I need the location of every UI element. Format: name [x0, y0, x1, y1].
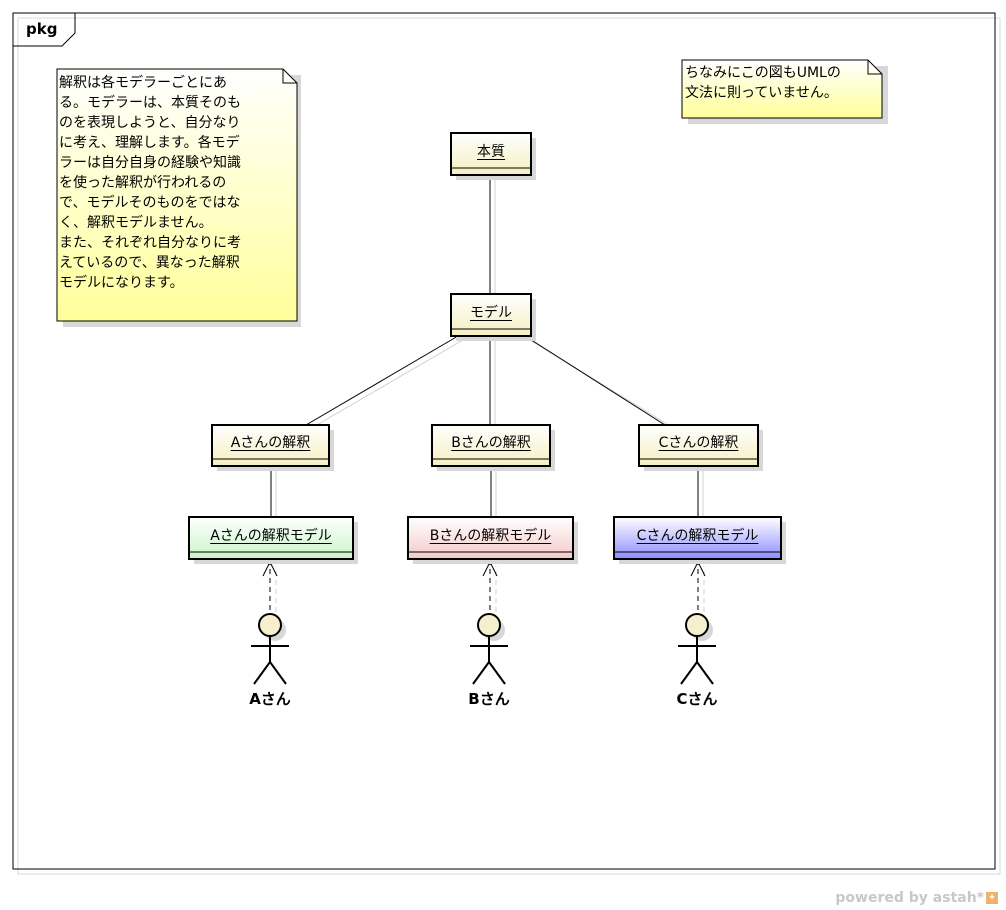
instance-model[interactable]: モデル: [451, 294, 531, 329]
instance-boxes: [188, 132, 786, 564]
note-right-shape: [681, 59, 888, 124]
note-right-text[interactable]: ちなみにこの図もUMLの 文法に則っていません。: [685, 65, 841, 101]
package-frame: [12, 12, 1001, 875]
instance-imodel-a[interactable]: Aさんの解釈モデル: [189, 517, 353, 552]
instance-imodel-a-label: Aさんの解釈モデル: [210, 527, 332, 544]
powered-by-footer: powered by astah*✦: [835, 890, 998, 906]
instance-interp-c-label: Cさんの解釈: [658, 435, 739, 451]
instance-interp-c[interactable]: Cさんの解釈: [639, 425, 758, 459]
connector-lines: [270, 174, 704, 518]
frame-label: pkg: [26, 20, 58, 38]
dependency-arrows: [262, 560, 706, 612]
actor-c-figure: [678, 613, 716, 685]
footer-text: powered by astah*: [835, 890, 984, 906]
instance-model-label: モデル: [470, 304, 512, 321]
actor-a-label[interactable]: Aさん: [249, 690, 291, 708]
note-left-shape: [56, 68, 301, 327]
instance-essence[interactable]: 本質: [451, 133, 531, 168]
instance-imodel-c-label: Cさんの解釈モデル: [636, 527, 759, 544]
instance-interp-a-label: Aさんの解釈: [230, 435, 311, 451]
actor-b-label[interactable]: Bさん: [468, 690, 510, 708]
instance-imodel-b-label: Bさんの解釈モデル: [429, 527, 552, 544]
instance-essence-label: 本質: [477, 143, 505, 160]
instance-imodel-b[interactable]: Bさんの解釈モデル: [408, 517, 573, 552]
instance-imodel-c[interactable]: Cさんの解釈モデル: [614, 517, 781, 552]
instance-interp-b[interactable]: Bさんの解釈: [432, 425, 550, 459]
instance-interp-b-label: Bさんの解釈: [451, 435, 531, 451]
note-left-text[interactable]: 解釈は各モデラーごとにあ る。モデラーは、本質そのも のを表現しようと、自分なり…: [59, 75, 241, 291]
actor-b-figure: [470, 613, 508, 685]
instance-interp-a[interactable]: Aさんの解釈: [212, 425, 329, 459]
actor-a-figure: [251, 613, 289, 685]
actor-c-label[interactable]: Cさん: [676, 690, 718, 708]
astah-logo-icon: ✦: [986, 892, 998, 904]
